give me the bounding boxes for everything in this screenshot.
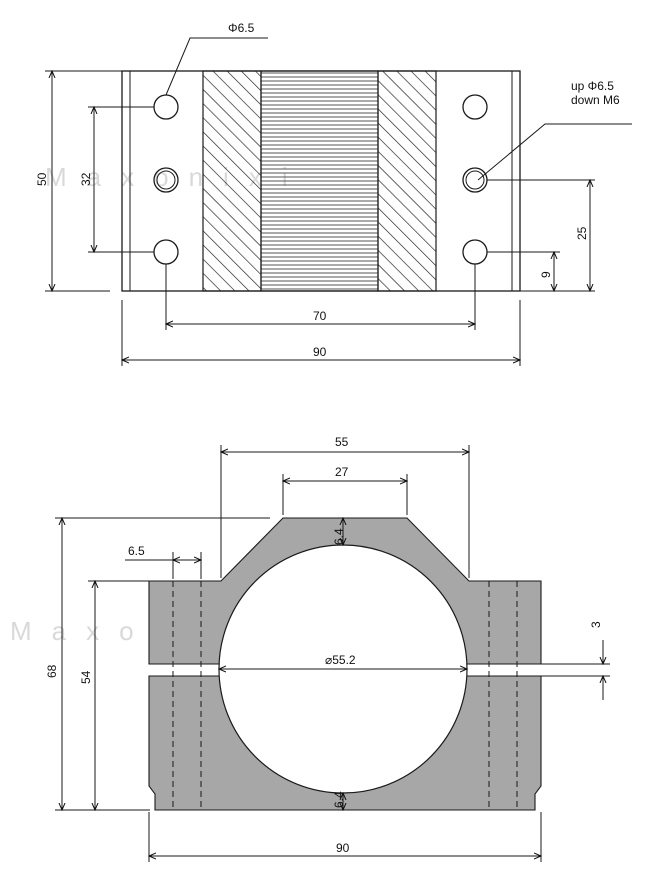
top-view: Φ6.5 up Φ6.5 down M6 50 32 25 9 70 90	[35, 21, 632, 366]
dim-wall-top: 6.4	[332, 528, 346, 545]
dim-wall-bottom: 6.4	[332, 791, 346, 808]
thread-callout-up: up Φ6.5	[571, 79, 614, 93]
dim-total-height-68: 68	[45, 664, 59, 678]
hole	[462, 239, 488, 265]
dim-body-height-54: 54	[79, 670, 93, 684]
dim-height-50: 50	[35, 172, 49, 186]
dim-bore-diameter: ⌀55.2	[325, 653, 356, 667]
hatched-wall-left	[202, 70, 262, 292]
thread-callout-down: down M6	[571, 93, 620, 107]
hatched-wall-right	[377, 70, 437, 292]
dim-slot-3: 3	[589, 621, 603, 628]
dim-width-90-front: 90	[336, 841, 350, 855]
hole	[462, 94, 488, 120]
dim-hole-diameter: Φ6.5	[228, 21, 255, 35]
dim-width-90-top: 90	[313, 345, 327, 359]
dim-pitch-70: 70	[313, 309, 327, 323]
front-view: ⌀55.2 6.4 6.4 55 27 6.5 68	[45, 435, 610, 862]
dim-hole-offset: 6.5	[128, 544, 145, 558]
hole	[153, 239, 179, 265]
dim-pitch-32: 32	[79, 172, 93, 186]
hole	[153, 167, 179, 193]
dim-top-flat-27: 27	[335, 465, 349, 479]
bore-surface	[260, 70, 379, 292]
dim-top-width-55: 55	[335, 435, 349, 449]
dim-offset-9: 9	[539, 271, 553, 278]
dim-hole-25: 25	[575, 226, 589, 240]
hole	[153, 94, 179, 120]
mounting-holes-right	[462, 94, 488, 265]
hole	[462, 167, 488, 193]
